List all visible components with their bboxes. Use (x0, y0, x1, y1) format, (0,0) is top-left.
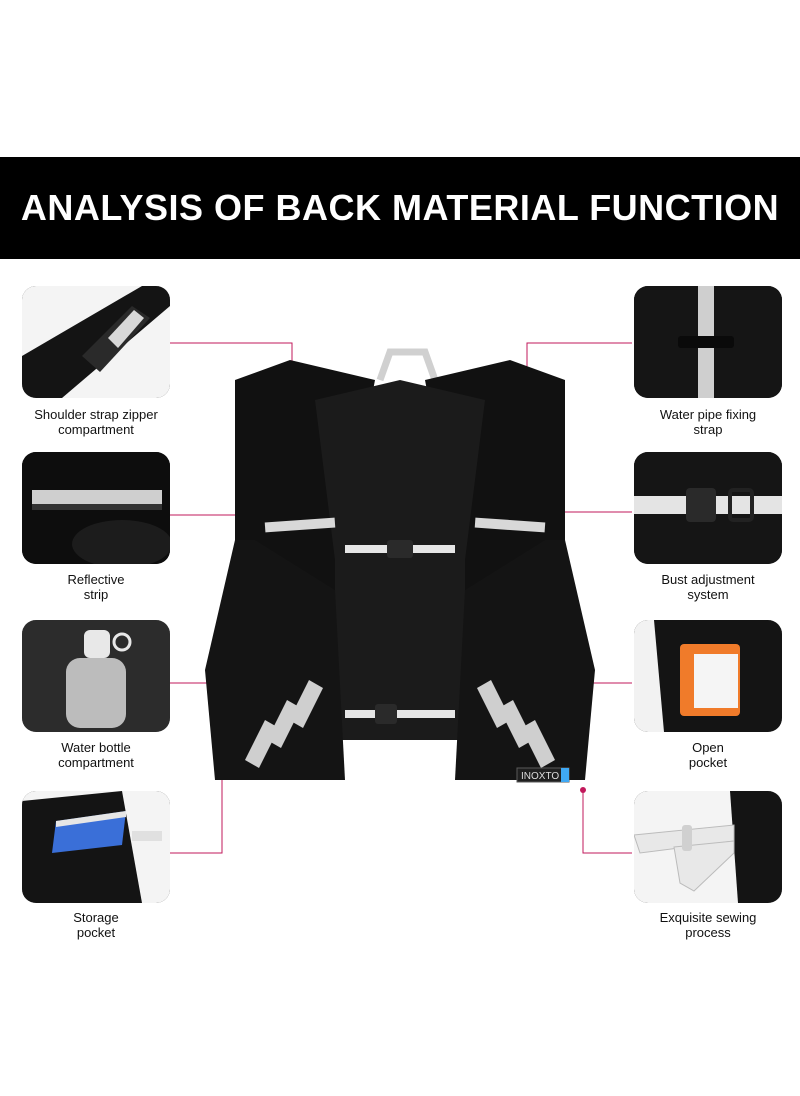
thumb-sewing (634, 791, 782, 903)
thumb-water-bottle (22, 620, 170, 732)
thumb-water-pipe (634, 286, 782, 398)
water-bottle-photo (22, 620, 170, 732)
caption-shoulder-strap: Shoulder strap zipper compartment (34, 407, 158, 437)
shoulder-strap-photo (22, 286, 170, 398)
sewing-photo (634, 791, 782, 903)
caption-storage-pocket: Storage pocket (73, 910, 119, 940)
reflective-strip-photo (22, 452, 170, 564)
water-pipe-photo (634, 286, 782, 398)
caption-water-bottle: Water bottle compartment (58, 740, 134, 770)
storage-pocket-photo (22, 791, 170, 903)
caption-water-pipe: Water pipe fixing strap (659, 407, 757, 437)
caption-bust-adjustment: Bust adjustment system (661, 572, 755, 602)
caption-sewing: Exquisite sewing process (659, 910, 757, 940)
vest-back-photo: INOXTO (205, 348, 595, 783)
caption-reflective-strip: Reflective strip (67, 572, 125, 602)
page-title: ANALYSIS OF BACK MATERIAL FUNCTION (20, 187, 780, 228)
thumb-shoulder-strap (22, 286, 170, 398)
brand-logo: INOXTO (521, 771, 559, 782)
caption-open-pocket: Open pocket (688, 740, 728, 770)
open-pocket-photo (634, 620, 782, 732)
thumb-open-pocket (634, 620, 782, 732)
bust-adjustment-photo (634, 452, 782, 564)
thumb-reflective-strip (22, 452, 170, 564)
thumb-bust-adjustment (634, 452, 782, 564)
title-banner: ANALYSIS OF BACK MATERIAL FUNCTION (0, 157, 800, 259)
thumb-storage-pocket (22, 791, 170, 903)
